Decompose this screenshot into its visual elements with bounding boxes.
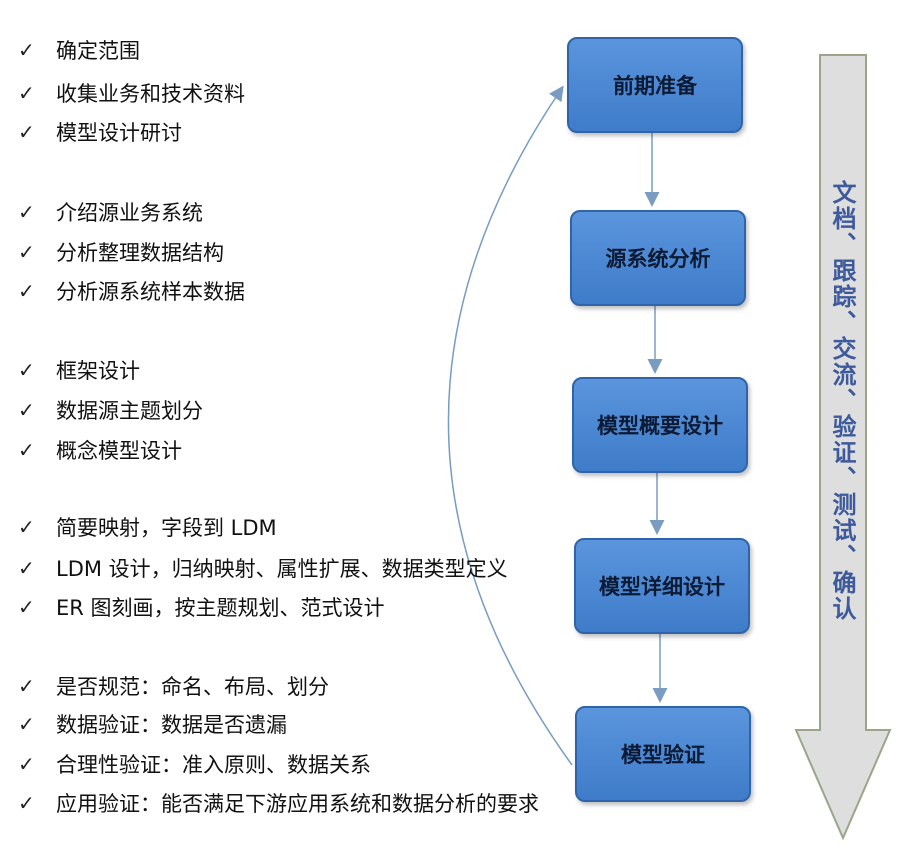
check-icon: ✓ (18, 358, 35, 382)
checklist-text: 分析源系统样本数据 (56, 280, 245, 304)
checklist-item: ✓ 应用验证：能否满足下游应用系统和数据分析的要求 (18, 788, 539, 818)
check-icon: ✓ (18, 279, 35, 303)
checklist-text: 数据源主题划分 (56, 399, 203, 423)
checklist-item: ✓ 概念模型设计 (18, 435, 182, 465)
checklist-text: 确定范围 (56, 39, 140, 63)
check-icon: ✓ (18, 556, 35, 580)
step-label: 模型概要设计 (597, 414, 723, 438)
checklist-text: 收集业务和技术资料 (56, 82, 245, 106)
check-icon: ✓ (18, 81, 35, 105)
check-icon: ✓ (18, 712, 35, 736)
checklist-text: 应用验证：能否满足下游应用系统和数据分析的要求 (56, 792, 539, 816)
side-arrow-shape (794, 54, 892, 841)
checklist-text: 合理性验证：准入原则、数据关系 (56, 753, 371, 777)
side-arrow-text: 文档、跟踪、交流、验证、测试、确认 (828, 180, 856, 622)
check-icon: ✓ (18, 752, 35, 776)
checklist-text: 框架设计 (56, 359, 140, 383)
check-icon: ✓ (18, 791, 35, 815)
check-icon: ✓ (18, 38, 35, 62)
check-icon: ✓ (18, 200, 35, 224)
step-box-detailed-design: 模型详细设计 (574, 538, 750, 634)
step-label: 源系统分析 (605, 247, 711, 271)
checklist-item: ✓ 收集业务和技术资料 (18, 78, 245, 108)
checklist-item: ✓ 数据验证：数据是否遗漏 (18, 709, 287, 739)
check-icon: ✓ (18, 515, 35, 539)
checklist-text: 介绍源业务系统 (56, 201, 203, 225)
step-box-prep: 前期准备 (567, 37, 743, 133)
checklist-item: ✓ 确定范围 (18, 35, 140, 65)
checklist-item: ✓ 分析整理数据结构 (18, 237, 224, 267)
checklist-item: ✓ 框架设计 (18, 355, 140, 385)
checklist-text: 数据验证：数据是否遗漏 (56, 713, 287, 737)
check-icon: ✓ (18, 398, 35, 422)
checklist-item: ✓ 分析源系统样本数据 (18, 276, 245, 306)
checklist-item: ✓ LDM 设计，归纳映射、属性扩展、数据类型定义 (18, 553, 508, 583)
checklist-text: 分析整理数据结构 (56, 241, 224, 265)
checklist-item: ✓ 模型设计研讨 (18, 117, 182, 147)
check-icon: ✓ (18, 595, 35, 619)
checklist-item: ✓ 介绍源业务系统 (18, 197, 203, 227)
step-box-source-analysis: 源系统分析 (570, 210, 746, 306)
checklist-text: LDM 设计，归纳映射、属性扩展、数据类型定义 (56, 557, 508, 581)
checklist-text: 模型设计研讨 (56, 121, 182, 145)
feedback-curve-arrow (447, 85, 573, 766)
check-icon: ✓ (18, 674, 35, 698)
checklist-text: 简要映射，字段到 LDM (56, 516, 277, 540)
checklist-text: 概念模型设计 (56, 439, 182, 463)
checklist-text: 是否规范：命名、布局、划分 (56, 675, 329, 699)
step-label: 前期准备 (613, 74, 697, 98)
step-label: 模型详细设计 (599, 575, 725, 599)
check-icon: ✓ (18, 120, 35, 144)
checklist-text: ER 图刻画，按主题规划、范式设计 (56, 596, 385, 620)
checklist-item: ✓ 是否规范：命名、布局、划分 (18, 671, 329, 701)
step-label: 模型验证 (621, 743, 705, 767)
check-icon: ✓ (18, 240, 35, 264)
step-box-outline-design: 模型概要设计 (572, 377, 748, 473)
checklist-item: ✓ ER 图刻画，按主题规划、范式设计 (18, 592, 385, 622)
check-icon: ✓ (18, 438, 35, 462)
step-box-validation: 模型验证 (575, 706, 751, 802)
checklist-item: ✓ 简要映射，字段到 LDM (18, 512, 277, 542)
checklist-item: ✓ 数据源主题划分 (18, 395, 203, 425)
checklist-item: ✓ 合理性验证：准入原则、数据关系 (18, 749, 371, 779)
